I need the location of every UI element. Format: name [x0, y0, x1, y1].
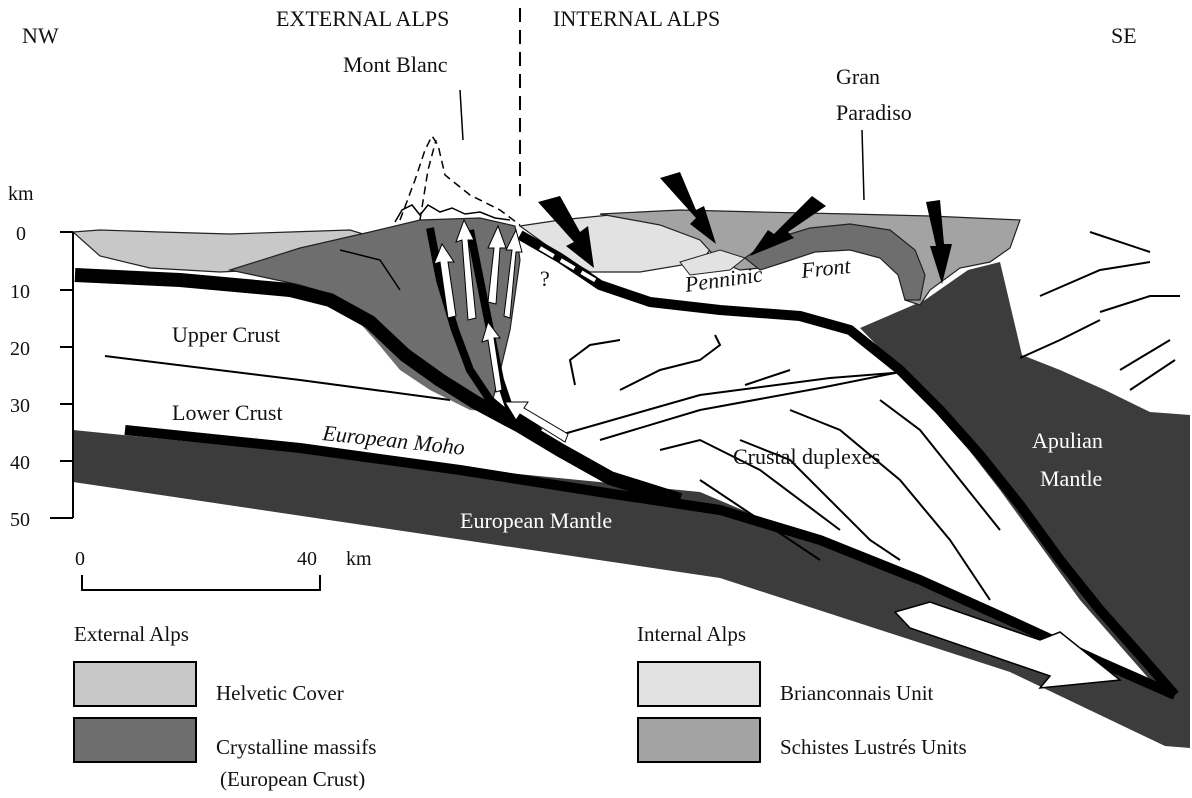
legend-label-crystalline-sub: (European Crust): [220, 767, 365, 791]
legend-label-brianconnais: Brianconnais Unit: [780, 681, 934, 705]
depth-tick-label: 20: [10, 338, 30, 360]
depth-axis: km 0 10 20 30 40 50: [8, 183, 73, 531]
question-mark-label: ?: [540, 266, 550, 291]
apulian-label: Apulian: [1032, 428, 1103, 453]
legend-external: External Alps Helvetic Cover Crystalline…: [74, 622, 376, 791]
legend-label-schistes: Schistes Lustrés Units: [780, 735, 967, 759]
paradiso-label: Paradiso: [836, 100, 912, 125]
se-fault-2: [1040, 262, 1150, 296]
gran-paradiso-leader: [862, 130, 864, 200]
duplex-curve-3: [745, 370, 790, 385]
depth-tick-label: 30: [10, 395, 30, 417]
legend-swatch-schistes: [638, 718, 760, 762]
nw-label: NW: [22, 23, 59, 48]
scale-bar-end: 40: [297, 548, 317, 570]
depth-tick-label: 40: [10, 452, 30, 474]
legend-swatch-helvetic: [74, 662, 196, 706]
depth-tick-label: 10: [10, 281, 30, 303]
mantle-label: Mantle: [1040, 466, 1102, 491]
se-fault-3: [1100, 296, 1180, 312]
duplex-line-1: [600, 372, 900, 440]
legend-swatch-crystalline: [74, 718, 196, 762]
legend-label-crystalline: Crystalline massifs: [216, 735, 376, 759]
duplex-curve-1: [570, 340, 620, 385]
se-fault-1: [1090, 232, 1150, 252]
lower-crust-label: Lower Crust: [172, 400, 283, 425]
mont-blanc-label: Mont Blanc: [343, 52, 448, 77]
scale-bar-line: [82, 575, 320, 590]
se-fault-6: [1130, 360, 1175, 390]
legend-internal: Internal Alps Brianconnais Unit Schistes…: [637, 622, 967, 762]
se-fault-5: [1120, 340, 1170, 370]
internal-alps-title: INTERNAL ALPS: [553, 6, 720, 31]
gran-label: Gran: [836, 64, 880, 89]
legend-external-heading: External Alps: [74, 622, 189, 646]
depth-axis-unit: km: [8, 183, 34, 205]
legend-label-helvetic: Helvetic Cover: [216, 681, 344, 705]
depth-tick-label: 50: [10, 509, 30, 531]
scale-bar-start: 0: [75, 548, 85, 570]
european-mantle-label: European Mantle: [460, 508, 612, 533]
crustal-duplexes-label: Crustal duplexes: [733, 444, 880, 469]
mont-blanc-leader: [460, 90, 463, 140]
front-label: Front: [799, 253, 853, 283]
depth-tick-label: 0: [16, 223, 26, 245]
upper-crust-label: Upper Crust: [172, 322, 280, 347]
external-alps-title: EXTERNAL ALPS: [276, 6, 449, 31]
scale-bar-unit: km: [346, 548, 372, 570]
se-fault-4: [1020, 320, 1100, 358]
legend-swatch-brianconnais: [638, 662, 760, 706]
legend-internal-heading: Internal Alps: [637, 622, 746, 646]
duplex-curve-2: [620, 335, 720, 390]
scale-bar: 0 40 km: [75, 548, 372, 590]
se-label: SE: [1111, 23, 1137, 48]
